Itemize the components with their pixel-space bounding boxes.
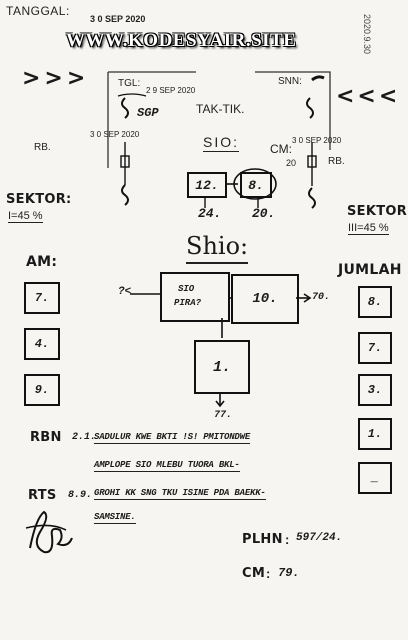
tanggal-value: 3 0 SEP 2020 <box>90 14 146 24</box>
date-left: 3 0 SEP 2020 <box>90 130 140 139</box>
am-value-2: 4. <box>34 337 50 351</box>
plhn-colon: : <box>285 532 290 547</box>
jumlah-value-1: 8. <box>367 295 383 309</box>
sio-pira-box: SIO PIRA? <box>160 272 230 322</box>
rts-line-1: GROHI KK SNG TKU ISINE PDA BAEKK- <box>94 488 266 500</box>
shio-title: Shio: <box>186 232 249 264</box>
sio-pira-line-1: SIO <box>178 284 195 294</box>
am-box-1: 7. <box>24 282 60 314</box>
diagram-down-value: 77. <box>214 410 233 421</box>
signature-mark <box>24 510 84 556</box>
sektor-left-value: I=45 % <box>8 210 43 223</box>
side-date-stamp: 2020.9.30 <box>362 14 372 55</box>
rbn-label: RBN <box>30 430 62 445</box>
rbn-code: 2.1. <box>72 432 97 443</box>
jumlah-value-2: 7. <box>367 341 383 355</box>
tak-tik-label: TAK-TIK. <box>196 102 245 116</box>
arrows-left: >>> <box>22 66 90 91</box>
tgl-label: TGL: <box>118 78 141 89</box>
snn-label: SNN: <box>278 76 302 87</box>
diagram-box-10-value: 10. <box>252 291 278 307</box>
sio-box-left: 12. <box>187 172 227 198</box>
rb-right-label: RB. <box>328 156 345 167</box>
sio-box-right-value: 8. <box>248 177 264 193</box>
rbn-line-1: SADULUR KWE BKTI !S! PMITONDWE <box>94 432 251 444</box>
below-left-value: 24. <box>198 206 222 221</box>
rts-label: RTS <box>28 488 57 503</box>
tgl-value: 2 9 SEP 2020 <box>146 86 196 95</box>
sektor-left-label: SEKTOR: <box>6 192 72 207</box>
cm-bottom-label: CM <box>242 566 266 581</box>
jumlah-box-2: 7. <box>358 332 392 364</box>
sektor-right-value: III=45 % <box>348 222 389 235</box>
rbn-line-2: AMPLOPE SIO MLEBU TUORA BKL- <box>94 460 240 472</box>
jumlah-box-4: 1. <box>358 418 392 450</box>
jumlah-value-3: 3. <box>367 383 383 397</box>
diagram-box-1: 1. <box>194 340 250 394</box>
arrows-right: <<< <box>336 84 401 109</box>
cm-bottom-value: 79. <box>278 566 300 580</box>
jumlah-box-3: 3. <box>358 374 392 406</box>
jumlah-value-4: 1. <box>367 427 383 441</box>
am-label: AM: <box>26 254 58 270</box>
website-banner: WWW.KODESYAIR.SITE <box>66 30 297 51</box>
tanggal-label: TANGGAL: <box>6 4 70 18</box>
am-box-3: 9. <box>24 374 60 406</box>
diagram-box-1-value: 1. <box>212 358 231 376</box>
rb-left-label: RB. <box>34 142 51 153</box>
diagram-box-10: 10. <box>231 274 299 324</box>
am-box-2: 4. <box>24 328 60 360</box>
date-right: 3 0 SEP 2020 <box>292 136 342 145</box>
sio-box-right: 8. <box>240 172 272 198</box>
cm-bottom-colon: : <box>266 566 271 581</box>
sio-pira-line-2: PIRA? <box>174 298 202 308</box>
rts-code: 8.9. <box>68 490 93 501</box>
sgp-label: SGP <box>137 106 159 120</box>
cm-label: CM: <box>270 142 292 156</box>
plhn-value: 597/24. <box>296 532 343 544</box>
am-value-1: 7. <box>34 291 50 305</box>
below-right-value: 20. <box>252 206 276 221</box>
cm-number: 20 <box>286 158 297 168</box>
diagram-right-value: 70. <box>312 292 331 303</box>
plhn-label: PLHN <box>242 532 283 547</box>
sio-label: SIO: <box>203 134 240 152</box>
jumlah-box-5: _ <box>358 462 392 494</box>
rts-line-2: SAMSINE. <box>94 512 136 524</box>
diagram-left-arrow: ?< <box>118 286 132 298</box>
am-value-3: 9. <box>34 383 50 397</box>
jumlah-label: JUMLAH <box>338 262 402 278</box>
jumlah-box-1: 8. <box>358 286 392 318</box>
jumlah-value-5: _ <box>371 471 379 485</box>
sektor-right-label: SEKTOR: <box>347 204 408 219</box>
sio-box-left-value: 12. <box>195 177 219 193</box>
